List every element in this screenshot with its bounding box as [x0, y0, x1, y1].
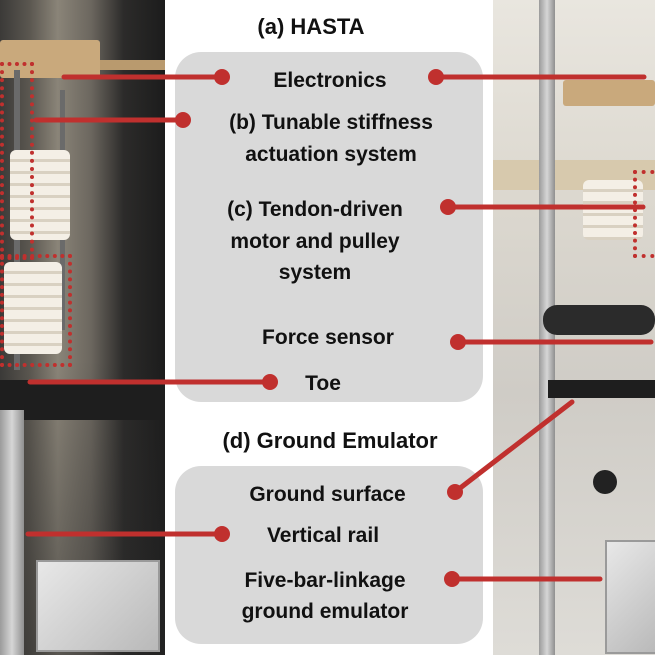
- photo-left-hasta-side: [0, 0, 165, 655]
- label-tendon-driven: (c) Tendon-driven: [227, 198, 403, 221]
- hasta-callout-box: [175, 52, 483, 402]
- label-motor-and-pulley: motor and pulley: [230, 230, 400, 253]
- label-system: system: [278, 261, 352, 284]
- label-vertical-rail: Vertical rail: [266, 524, 380, 547]
- photo-right-ground-emulator: [493, 0, 655, 655]
- label-force-sensor: Force sensor: [262, 326, 394, 349]
- caster-wheel: [593, 470, 617, 494]
- metal-bin: [605, 540, 655, 654]
- leader-dot-electronics-right: [428, 69, 444, 85]
- leader-dot-vertical-rail-left: [214, 526, 230, 542]
- ground-emulator-callout-box: [175, 466, 483, 644]
- dark-base: [0, 380, 165, 420]
- title-ground-emulator: (d) Ground Emulator: [222, 428, 438, 453]
- leader-dot-ground-surface-right: [447, 484, 463, 500]
- metal-box: [36, 560, 160, 652]
- leader-dot-toe-left: [262, 374, 278, 390]
- bellow-actuator-upper: [10, 150, 70, 240]
- label-toe: Toe: [305, 372, 341, 395]
- electronics-plate: [563, 80, 655, 106]
- label-ground-emulator: ground emulator: [241, 600, 409, 623]
- ground-plate: [548, 380, 655, 398]
- bellow-actuator-lower: [4, 262, 62, 354]
- label-five-bar-linkage: Five-bar-linkage: [244, 569, 406, 592]
- label-actuation-system: actuation system: [245, 143, 417, 166]
- highlight-dashed-box: [0, 254, 72, 367]
- dark-chair-seat: [543, 305, 655, 335]
- leader-dot-tunable-left: [175, 112, 191, 128]
- leader-dot-force-right: [450, 334, 466, 350]
- label-tunable-stiffness: (b) Tunable stiffness: [229, 111, 433, 134]
- label-ground-surface: Ground surface: [249, 483, 406, 506]
- highlight-dashed-box: [0, 62, 34, 260]
- leader-dot-tendon-right: [440, 199, 456, 215]
- label-electronics: Electronics: [273, 69, 387, 92]
- wood-shelf: [40, 60, 165, 70]
- vertical-rail-photo: [0, 410, 24, 655]
- leader-line-ground-surface-right: [452, 399, 575, 495]
- leader-dot-five-bar-right: [444, 571, 460, 587]
- title-hasta: (a) HASTA: [257, 14, 365, 39]
- leader-dot-electronics-left: [214, 69, 230, 85]
- highlight-dashed-box: [633, 170, 655, 258]
